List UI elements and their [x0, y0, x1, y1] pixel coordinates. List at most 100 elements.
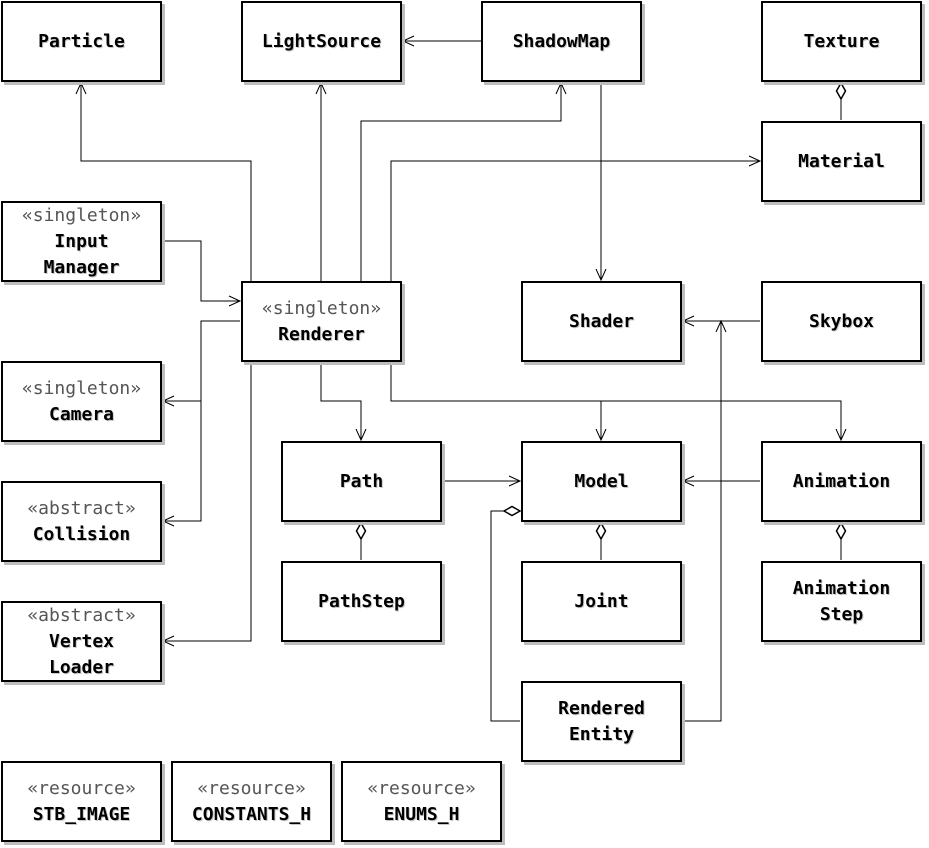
class-pathstep: PathStep — [281, 561, 442, 642]
class-constantsh: «resource» CONSTANTS_H — [171, 761, 332, 842]
class-vertexloader: «abstract» Vertex Loader — [1, 601, 162, 682]
class-name: Model — [574, 470, 629, 492]
edge-renderer-path — [320, 363, 367, 442]
edge-line — [360, 83, 562, 282]
class-name: Camera — [48, 403, 115, 425]
class-name: Renderer — [278, 323, 365, 345]
class-name: Joint — [574, 590, 629, 612]
arrowhead — [401, 35, 415, 47]
edge-renderer-particle — [75, 81, 252, 282]
class-name: LightSource — [261, 30, 382, 52]
class-material: Material — [761, 121, 922, 202]
edge-model-renderedentity — [490, 505, 522, 722]
class-joint: Joint — [521, 561, 682, 642]
aggregation-diamond — [835, 81, 847, 101]
aggregation-diamond — [355, 521, 367, 541]
edge-line — [163, 320, 240, 402]
edge-line — [163, 240, 240, 302]
stereotype-label: «resource» — [27, 777, 136, 799]
arrowhead — [75, 81, 87, 95]
edge-line — [601, 400, 842, 440]
edge-path-pathstep — [355, 521, 367, 560]
class-name: Particle — [38, 30, 125, 52]
class-name: STB_IMAGE — [32, 803, 131, 825]
class-skybox: Skybox — [761, 281, 922, 362]
edge-renderedentity-shader — [683, 319, 727, 722]
edge-model-joint — [595, 521, 607, 560]
arrowhead — [161, 635, 175, 647]
stereotype-label: «resource» — [367, 777, 476, 799]
edge-line — [390, 363, 602, 440]
edge-renderer-material — [390, 155, 762, 282]
class-shadowmap: ShadowMap — [481, 1, 642, 82]
class-name: Animation — [792, 470, 891, 492]
arrowhead — [681, 475, 695, 487]
edge-renderer-lightsource — [315, 81, 327, 282]
class-name: Skybox — [808, 310, 875, 332]
class-name: ShadowMap — [512, 30, 611, 52]
stereotype-label: «singleton» — [21, 377, 142, 399]
class-animationstep: Animation Step — [761, 561, 922, 642]
arrowhead — [681, 315, 695, 327]
edge-renderer-animation — [601, 400, 847, 442]
arrowhead — [508, 475, 522, 487]
stereotype-label: «abstract» — [27, 497, 136, 519]
class-name: Rendered Entity — [558, 697, 645, 745]
class-camera: «singleton» Camera — [1, 361, 162, 442]
edge-line — [390, 160, 760, 282]
class-name: Animation Step — [792, 577, 891, 625]
class-name: PathStep — [318, 590, 405, 612]
arrowhead — [161, 515, 175, 527]
edge-inputmanager-renderer — [163, 240, 242, 307]
arrowhead — [595, 428, 607, 442]
arrowhead — [835, 428, 847, 442]
arrowhead — [161, 395, 175, 407]
edge-animation-animationstep — [835, 521, 847, 560]
aggregation-diamond — [835, 521, 847, 541]
class-renderer: «singleton» Renderer — [241, 281, 402, 362]
edge-line — [320, 363, 362, 440]
class-name: Input Manager — [43, 230, 120, 278]
edge-material-texture — [835, 81, 847, 120]
class-shader: Shader — [521, 281, 682, 362]
edge-animation-model — [681, 475, 760, 487]
arrowhead — [555, 81, 567, 95]
aggregation-diamond — [502, 505, 522, 517]
stereotype-label: «resource» — [197, 777, 306, 799]
arrowhead — [595, 268, 607, 282]
aggregation-diamond — [595, 521, 607, 541]
arrowhead — [355, 428, 367, 442]
class-enumsh: «resource» ENUMS_H — [341, 761, 502, 842]
stereotype-label: «abstract» — [27, 604, 136, 626]
class-name: CONSTANTS_H — [191, 803, 312, 825]
arrowhead — [228, 295, 242, 307]
arrowhead — [748, 155, 762, 167]
class-stbimage: «resource» STB_IMAGE — [1, 761, 162, 842]
edge-line — [683, 321, 722, 722]
edge-line — [163, 401, 202, 522]
class-name: Shader — [568, 310, 635, 332]
class-name: Material — [798, 150, 885, 172]
class-model: Model — [521, 441, 682, 522]
edge-renderer-model — [390, 363, 607, 442]
stereotype-label: «singleton» — [21, 204, 142, 226]
class-name: Vertex Loader — [48, 630, 115, 678]
arrowhead — [715, 319, 727, 333]
edge-renderer-shadowmap — [360, 81, 567, 282]
class-name: Texture — [803, 30, 880, 52]
edge-path-model — [443, 475, 522, 487]
class-animation: Animation — [761, 441, 922, 522]
class-particle: Particle — [1, 1, 162, 82]
arrowhead — [315, 81, 327, 95]
edge-renderer-vertexloader — [161, 363, 252, 647]
edge-shadowmap-shader — [595, 83, 607, 282]
class-name: ENUMS_H — [383, 803, 460, 825]
edge-shadowmap-lightsource — [401, 35, 481, 47]
class-path: Path — [281, 441, 442, 522]
class-collision: «abstract» Collision — [1, 481, 162, 562]
class-texture: Texture — [761, 1, 922, 82]
class-renderedentity: Rendered Entity — [521, 681, 682, 762]
edge-line — [163, 363, 252, 642]
edge-renderer-collision — [161, 401, 202, 527]
